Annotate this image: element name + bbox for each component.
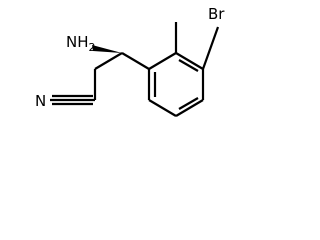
chain-bond [94, 52, 123, 70]
ring-inner-double-bond-3 [178, 59, 199, 72]
amine-label: NH2 [66, 33, 96, 54]
ring-to-stereocenter-bond [121, 52, 150, 70]
chemical-structure-diagram: Br NH2 N [35, 5, 225, 117]
ring-bond-c2-c3 [148, 99, 177, 117]
nitrile-n-label: N [35, 92, 46, 110]
amine-n-label: N [66, 33, 77, 51]
bromine-label: Br [208, 5, 225, 23]
amine-h-label: H [77, 33, 88, 51]
bromine-bond [201, 26, 220, 70]
ring-bond-c3-c4 [175, 99, 204, 117]
ring-bond-c5-c6 [175, 52, 204, 70]
amine-h-count: 2 [89, 41, 96, 54]
ring-inner-double-bond-2 [178, 97, 199, 110]
ring-bond-c6-c1 [148, 52, 177, 70]
wedge-bond-amine [92, 45, 122, 53]
